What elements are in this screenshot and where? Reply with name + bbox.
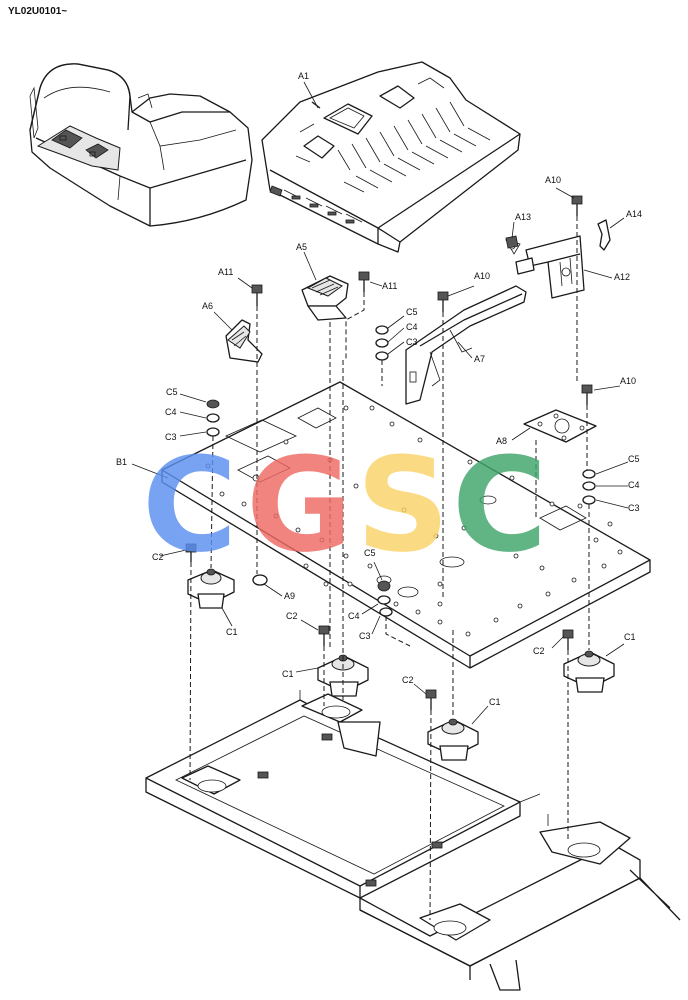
callout-a14: A14	[626, 209, 643, 219]
callout-a6: A6	[202, 301, 214, 311]
callout-a9: A9	[284, 591, 296, 601]
panel-a7	[405, 285, 527, 405]
callout-a5: A5	[296, 242, 308, 252]
mount-c1-right	[563, 650, 615, 693]
watermark-char: C	[142, 429, 238, 581]
callout-c1-right: C1	[624, 632, 636, 642]
callout-a12: A12	[614, 272, 631, 282]
callout-a10-right: A10	[620, 376, 637, 386]
assembly-lines	[189, 216, 590, 921]
callout-a1: A1	[298, 71, 310, 81]
plate-a8	[523, 409, 597, 443]
callout-c3-center: C3	[359, 631, 371, 641]
bracket-a12	[505, 219, 611, 299]
watermark-letter-s: S	[356, 440, 450, 570]
watermark-letter-g: G	[246, 440, 353, 570]
watermark-letter-c: C	[142, 440, 237, 570]
seat-assembly	[29, 63, 253, 227]
callout-c3-left: C3	[165, 432, 177, 442]
callout-c1-lower: C1	[489, 697, 501, 707]
callout-c1-center: C1	[282, 669, 294, 679]
pedal-a5	[301, 275, 349, 321]
callout-c2-lower: C2	[402, 675, 414, 685]
callout-c1-left: C1	[226, 627, 238, 637]
callout-b1: B1	[116, 457, 128, 467]
callout-c2-left: C2	[152, 552, 164, 562]
washer-stack-top	[375, 325, 389, 361]
washer-stack-center	[377, 580, 393, 617]
chassis-frame	[145, 690, 681, 991]
mount-c1-lower	[427, 718, 479, 761]
callout-c2-right: C2	[533, 646, 545, 656]
callout-c5-top: C5	[406, 307, 418, 317]
callout-c4-top: C4	[406, 322, 418, 332]
floor-mat-a1	[261, 61, 521, 253]
callout-a10-top: A10	[545, 175, 562, 185]
callout-a11-left: A11	[218, 267, 234, 277]
drawing-code: YL02U0101~	[8, 6, 68, 17]
callout-a13: A13	[515, 212, 532, 222]
callout-a10-mid: A10	[474, 271, 491, 281]
watermark-char: G	[246, 429, 353, 581]
callout-c5-left: C5	[166, 387, 178, 397]
washer-stack-right	[582, 469, 596, 505]
bolts	[185, 195, 593, 710]
pedal-a6	[225, 319, 263, 363]
watermark-char: S	[356, 429, 450, 581]
callout-c4-right: C4	[628, 480, 640, 490]
callout-c4-center: C4	[348, 611, 360, 621]
floor-plate-b1	[161, 381, 651, 669]
watermark-letter-c-2: C	[452, 440, 547, 570]
watermark-char: C	[452, 429, 548, 581]
washer-stack-left	[206, 399, 220, 437]
callout-c3-top: C3	[406, 337, 418, 347]
callout-a11-right: A11	[382, 281, 398, 291]
callout-c5-right: C5	[628, 454, 640, 464]
leader-lines	[131, 81, 629, 725]
grommet-a9	[252, 574, 268, 586]
callout-a8: A8	[496, 436, 508, 446]
callout-c5-center: C5	[364, 548, 376, 558]
callout-c2-center: C2	[286, 611, 298, 621]
callout-a7: A7	[474, 354, 486, 364]
mount-c1-left	[187, 568, 235, 609]
callout-c4-left: C4	[165, 407, 177, 417]
callout-c3-right: C3	[628, 503, 640, 513]
